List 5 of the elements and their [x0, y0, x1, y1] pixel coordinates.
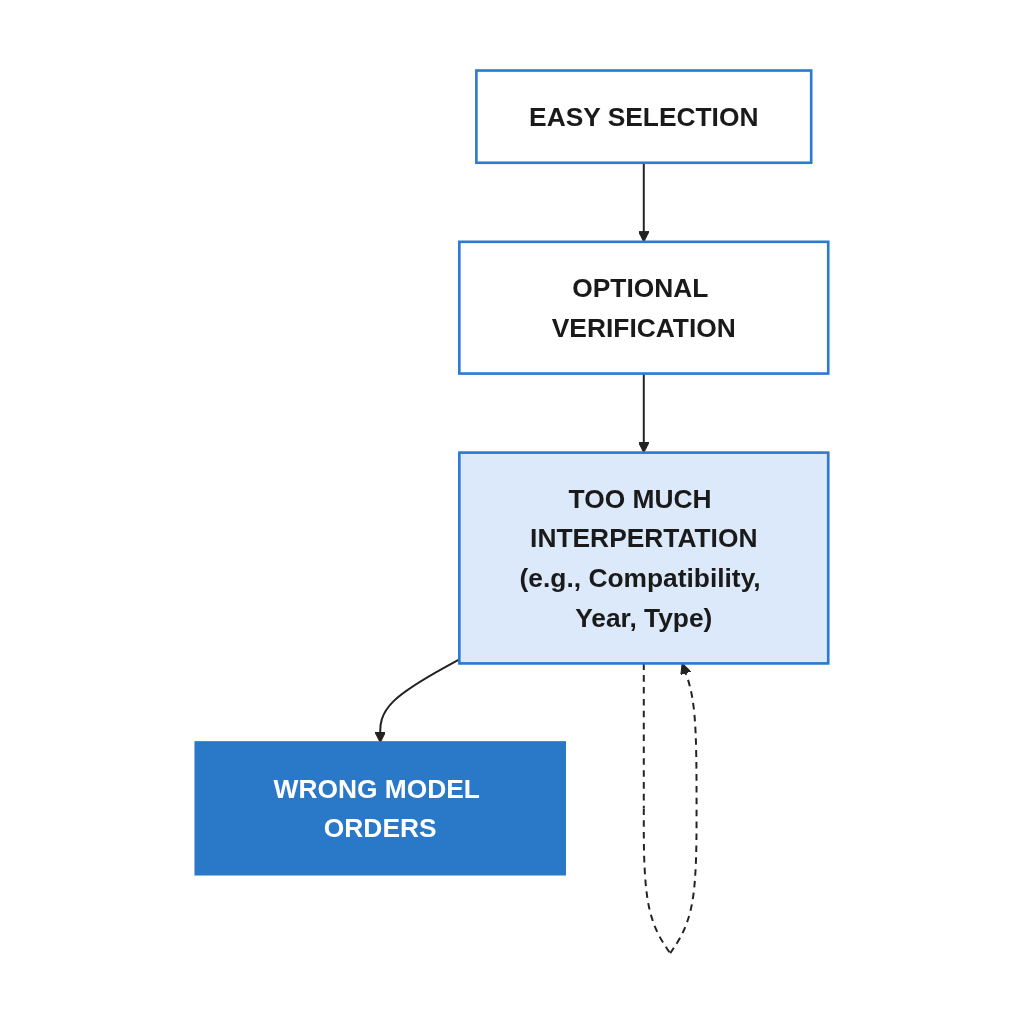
node-box: WRONG MODEL ORDERS [194, 741, 566, 876]
arrow [374, 658, 461, 743]
node-box: EASY SELECTION [475, 69, 813, 165]
node-box: OPTIONAL VERIFICATION [458, 240, 830, 375]
node-box: TOO MUCH INTERPERTATION (e.g., Compatibility, Year, Type) [458, 451, 830, 665]
